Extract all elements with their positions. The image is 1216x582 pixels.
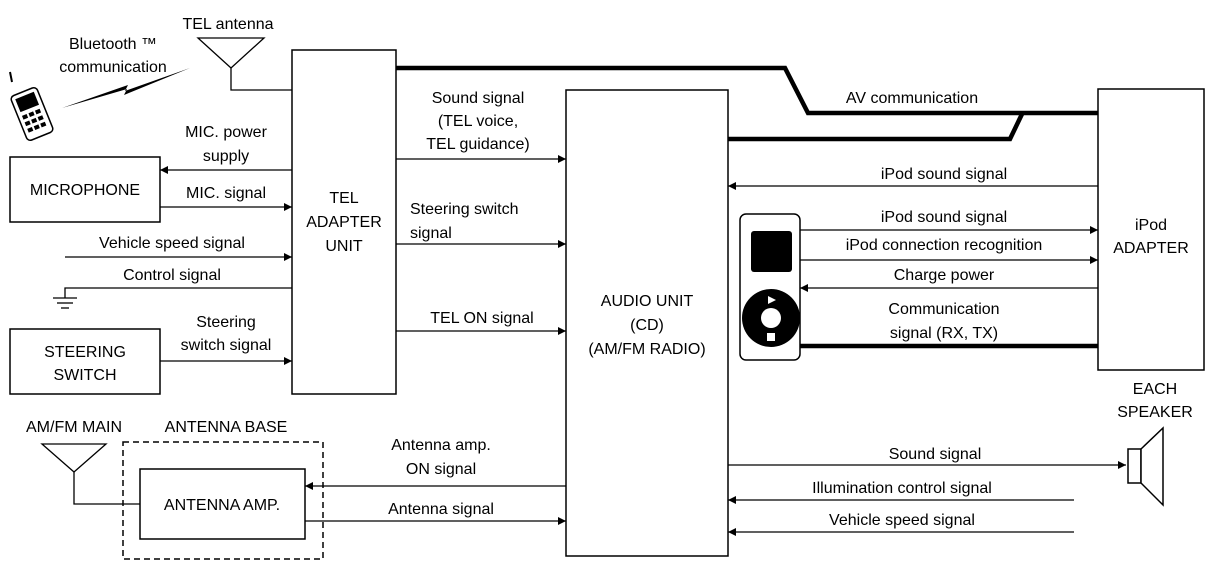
av-communication-label: AV communication <box>846 90 978 107</box>
ipod-adapter <box>1097 88 1205 371</box>
control-signal-line <box>64 287 292 298</box>
steering-switch-label-2: SWITCH <box>53 367 116 384</box>
ipod-device-icon <box>739 213 801 361</box>
antenna-amp-on-label-1: Antenna amp. <box>391 437 491 454</box>
vehicle-speed-right-label: Vehicle speed signal <box>829 512 975 529</box>
tel-antenna-label: TEL antenna <box>182 16 273 33</box>
sound-signal-tel-label-3: TEL guidance) <box>426 136 529 153</box>
steering-switch-label-1: STEERING <box>44 344 126 361</box>
illumination-control-label: Illumination control signal <box>812 480 992 497</box>
mic-power-label-2: supply <box>203 148 249 165</box>
tel-adapter-unit <box>291 49 397 395</box>
mic-power-label-1: MIC. power <box>185 124 267 141</box>
sound-signal-tel-label-2: (TEL voice, <box>438 113 518 130</box>
audio-unit-label-3: (AM/FM RADIO) <box>588 341 705 358</box>
steering-switch-signal-label-1: Steering <box>196 314 256 331</box>
av-communication-line-bottom <box>728 113 1025 142</box>
tel-adapter-label-3: UNIT <box>325 238 363 255</box>
ipod-sound-to-audio-label: iPod sound signal <box>881 166 1007 183</box>
antenna-amp-label: ANTENNA AMP. <box>164 497 280 514</box>
microphone-label: MICROPHONE <box>30 182 140 199</box>
charge-power-label: Charge power <box>894 267 995 284</box>
bluetooth-label-1: Bluetooth ™ <box>69 36 157 53</box>
microphone-box <box>9 156 161 223</box>
each-speaker-label-2: SPEAKER <box>1117 404 1193 421</box>
communication-label-1: Communication <box>888 301 999 318</box>
steering-switch-box <box>9 328 161 395</box>
cell-phone-icon <box>9 71 54 142</box>
ipod-adapter-label-1: iPod <box>1135 217 1167 234</box>
steering-signal-mid-label-1: Steering switch <box>410 201 519 218</box>
tel-antenna-icon <box>196 37 292 91</box>
ipod-adapter-label-2: ADAPTER <box>1113 240 1189 257</box>
mic-signal-label: MIC. signal <box>186 185 266 202</box>
steering-signal-mid-label-2: signal <box>410 225 452 242</box>
audio-unit-label-2: (CD) <box>630 317 664 334</box>
antenna-base-boundary <box>122 441 324 560</box>
each-speaker-label-1: EACH <box>1133 381 1177 398</box>
sound-signal-tel-label-1: Sound signal <box>432 90 525 107</box>
antenna-signal-label: Antenna signal <box>388 501 494 518</box>
communication-label-2: signal (RX, TX) <box>890 325 998 342</box>
audio-unit-label-1: AUDIO UNIT <box>601 293 694 310</box>
ipod-sound-to-adapter-label: iPod sound signal <box>881 209 1007 226</box>
control-signal-label: Control signal <box>123 267 221 284</box>
vehicle-speed-left-label: Vehicle speed signal <box>99 235 245 252</box>
ground-icon <box>53 297 77 309</box>
bluetooth-label-2: communication <box>59 59 167 76</box>
antenna-amp-on-label-2: ON signal <box>406 461 476 478</box>
audio-unit <box>565 89 729 557</box>
tel-adapter-label-1: TEL <box>329 190 358 207</box>
sound-signal-speaker-label: Sound signal <box>889 446 982 463</box>
tel-adapter-label-2: ADAPTER <box>306 214 382 231</box>
av-communication-line-top <box>396 65 1098 116</box>
tel-on-signal-label: TEL ON signal <box>430 310 533 327</box>
antenna-base-label: ANTENNA BASE <box>165 419 288 436</box>
bluetooth-lightning-icon <box>62 68 190 108</box>
ipod-connection-label: iPod connection recognition <box>846 237 1043 254</box>
speaker-icon <box>1127 426 1164 507</box>
antenna-amp-box <box>139 468 306 540</box>
steering-switch-signal-label-2: switch signal <box>181 337 272 354</box>
am-fm-main-antenna-icon <box>40 443 140 505</box>
am-fm-main-label: AM/FM MAIN <box>26 419 122 436</box>
